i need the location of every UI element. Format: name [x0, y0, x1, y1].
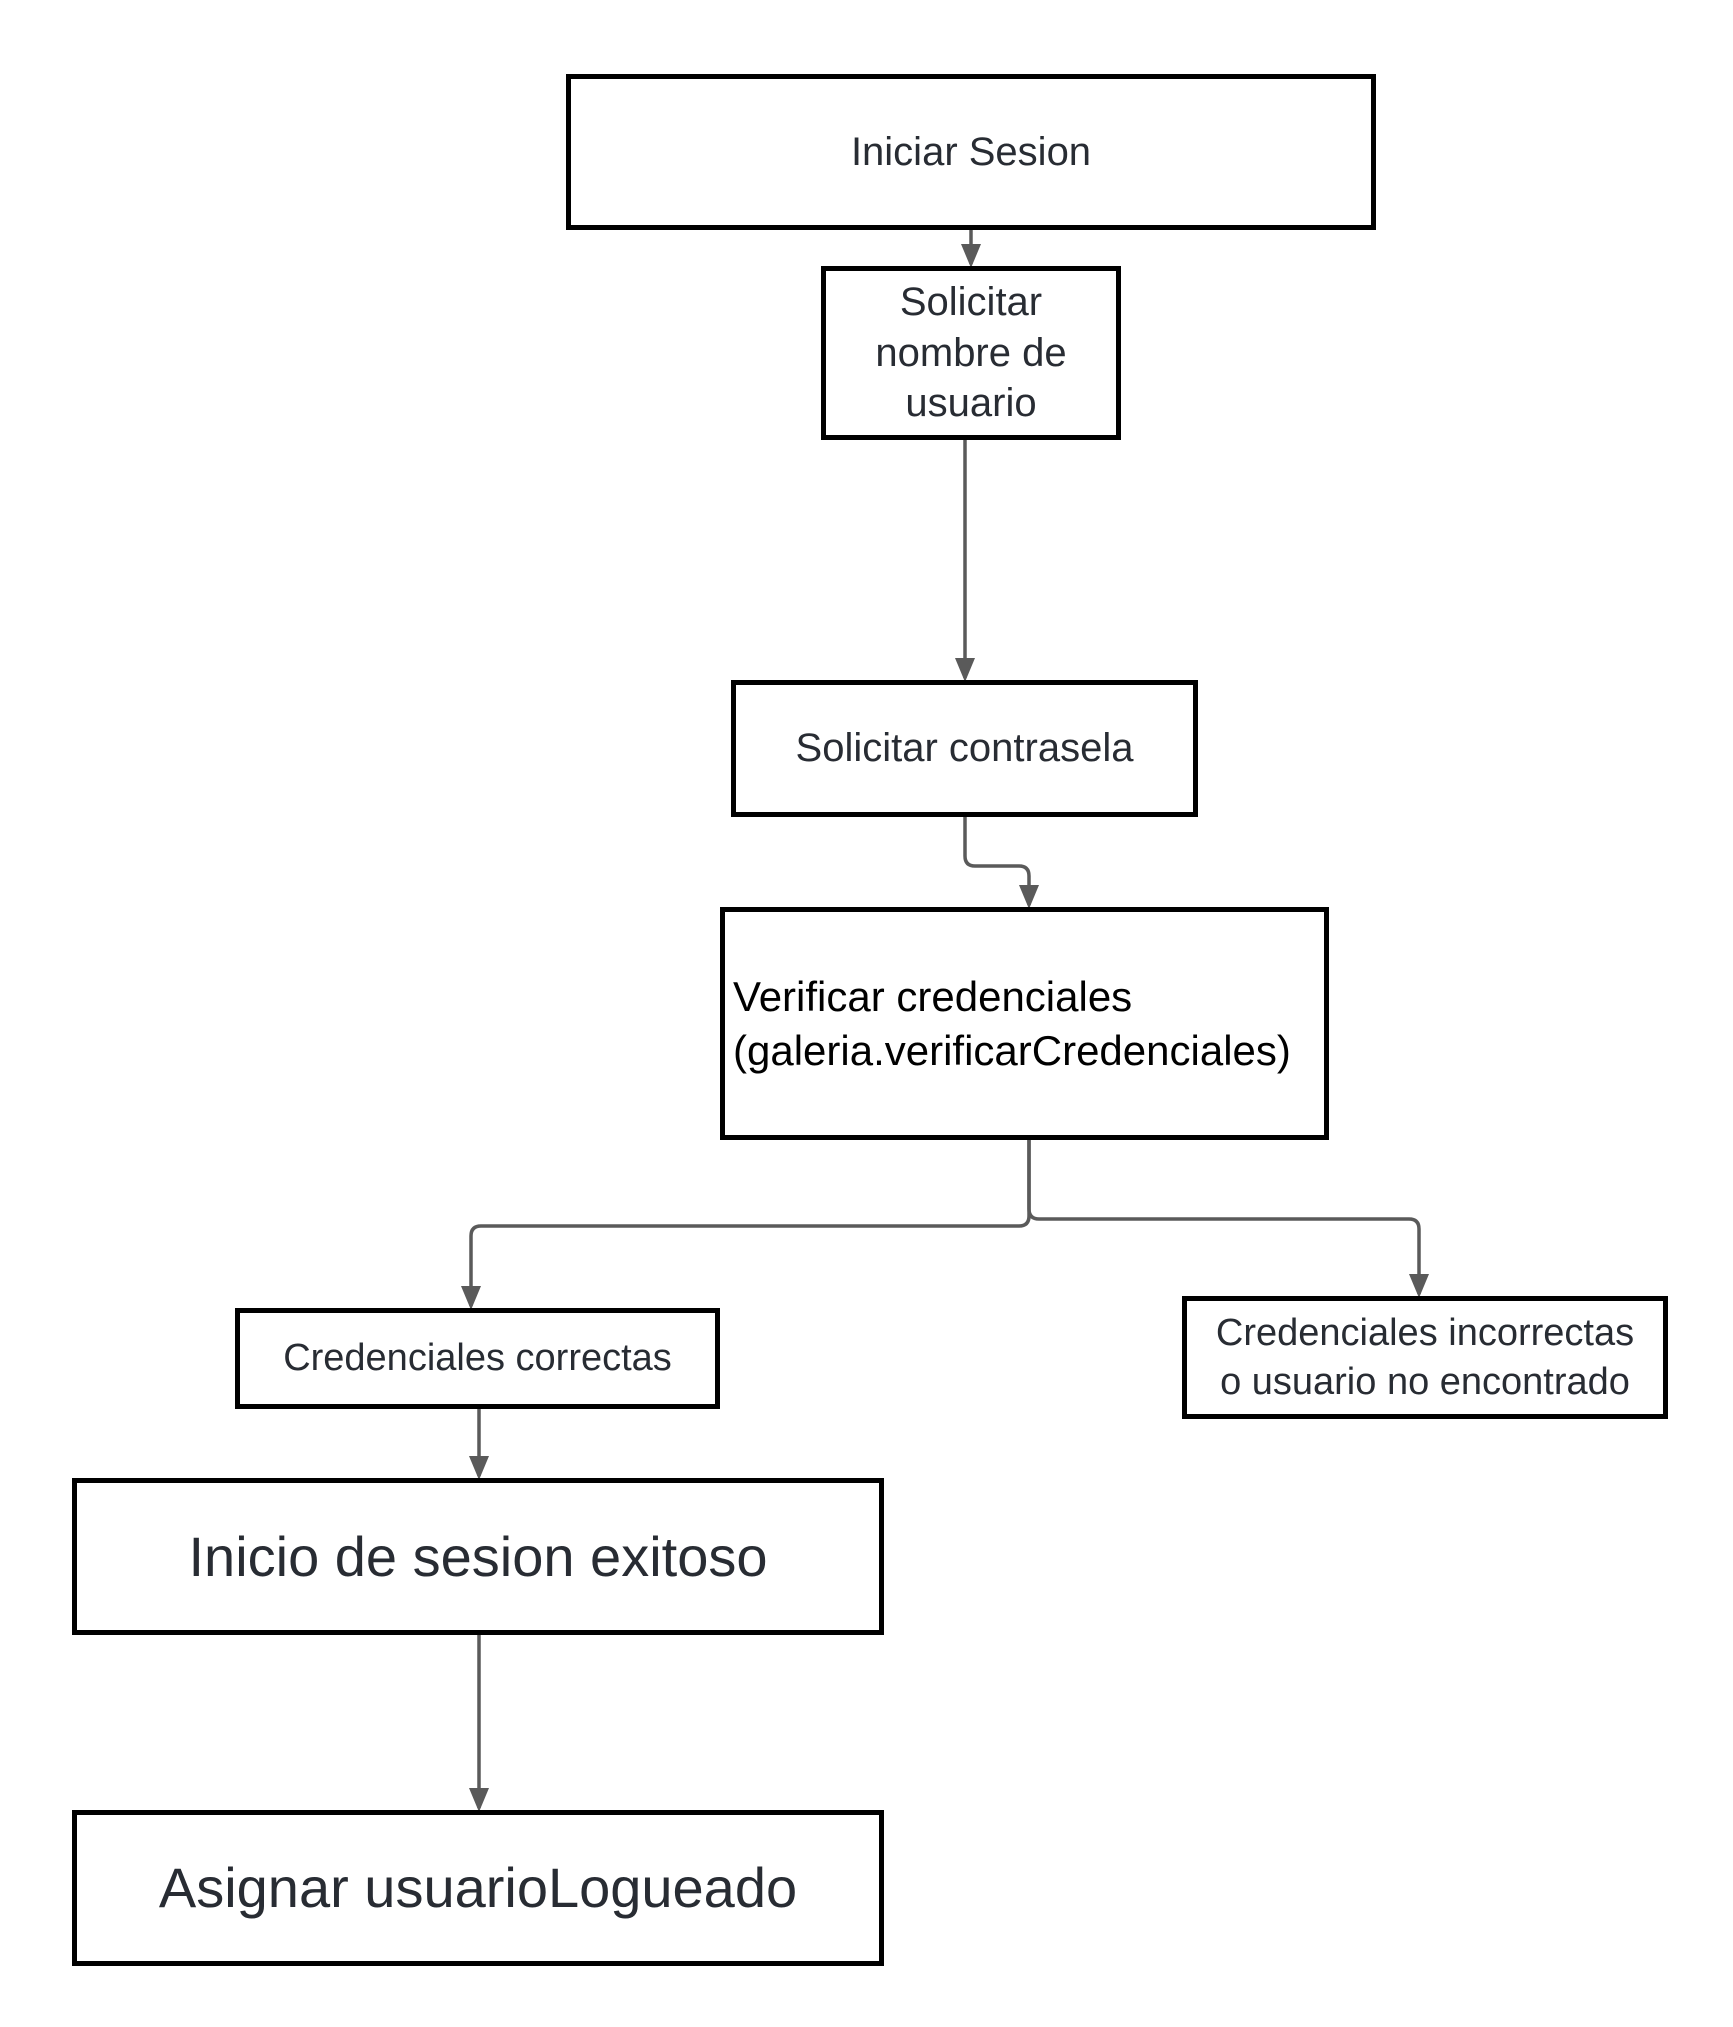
node-inicio-exitoso-label: Inicio de sesion exitoso: [188, 1524, 768, 1588]
node-iniciar-sesion: Iniciar Sesion: [566, 74, 1376, 230]
node-solicitar-usuario: Solicitar nombre de usuario: [821, 266, 1121, 440]
node-iniciar-sesion-label: Iniciar Sesion: [850, 129, 1092, 174]
node-credenciales-incorrectas-label: Credenciales incorrectas o usuario no en…: [1215, 1312, 1635, 1403]
node-solicitar-usuario-label: Solicitar nombre de usuario: [875, 279, 1067, 426]
node-verificar-credenciales: Verificar credenciales (galeria.verifica…: [720, 907, 1329, 1140]
connector-verificar-to-incorrectas: [1027, 1140, 1429, 1298]
connector-contrasena-to-verificar: [963, 817, 1039, 909]
node-credenciales-correctas: Credenciales correctas: [235, 1308, 720, 1409]
node-verificar-credenciales-label: Verificar credenciales (galeria.verifica…: [733, 973, 1291, 1074]
node-asignar-usuario-label: Asignar usuarioLogueado: [158, 1856, 798, 1920]
node-asignar-usuario: Asignar usuarioLogueado: [72, 1810, 884, 1966]
connector-verificar-to-correctas: [461, 1140, 1031, 1310]
node-credenciales-correctas-label: Credenciales correctas: [283, 1337, 672, 1380]
node-solicitar-contrasena-label: Solicitar contrasela: [795, 726, 1134, 771]
node-inicio-exitoso: Inicio de sesion exitoso: [72, 1478, 884, 1635]
node-credenciales-incorrectas: Credenciales incorrectas o usuario no en…: [1182, 1296, 1668, 1419]
node-solicitar-contrasena: Solicitar contrasela: [731, 680, 1198, 817]
